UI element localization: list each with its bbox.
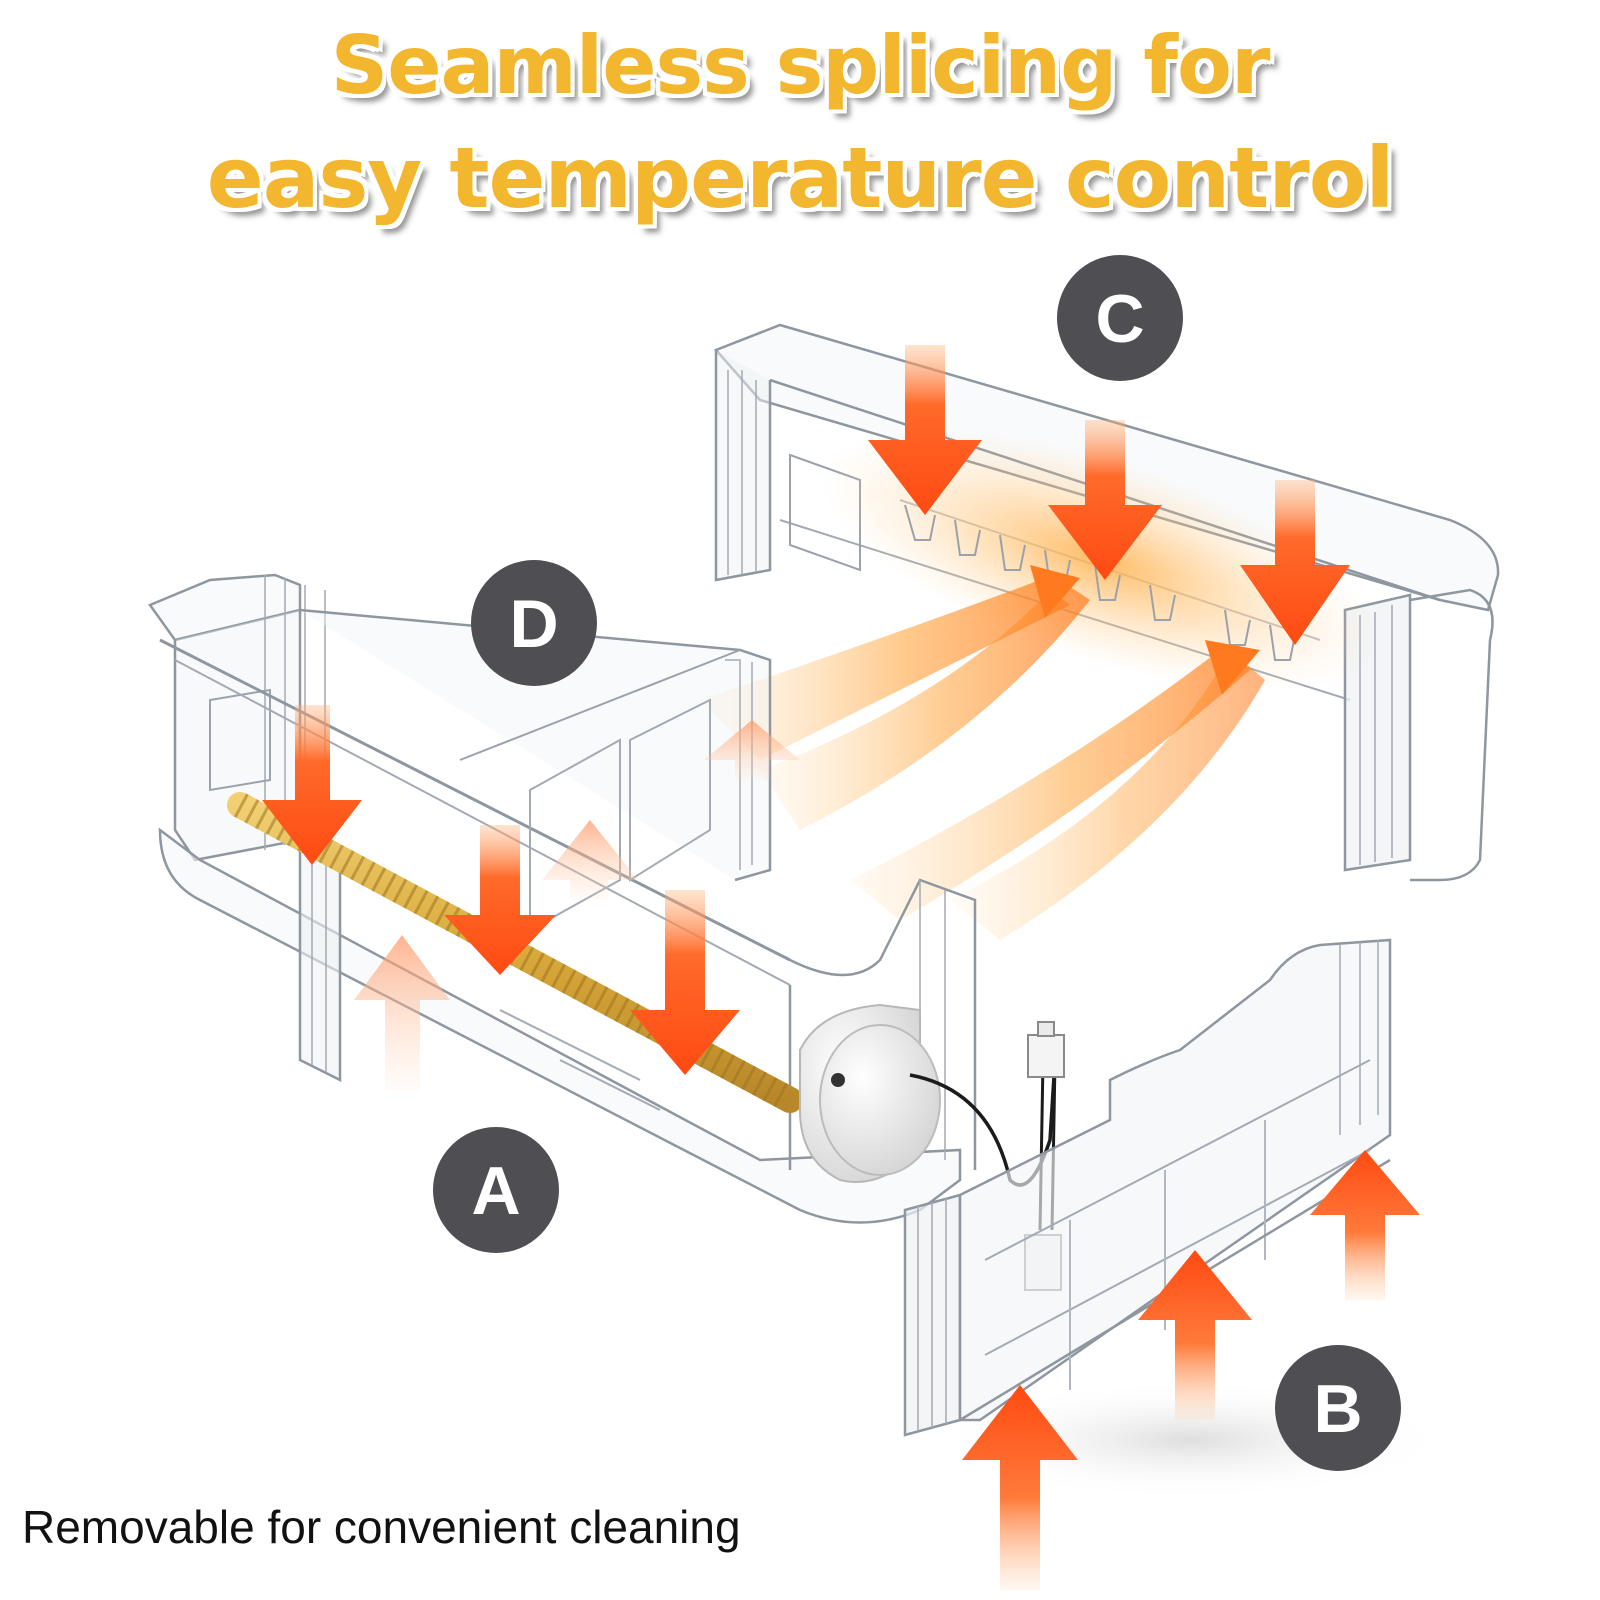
badge-a-label: A bbox=[471, 1153, 520, 1229]
heat-arrow-down-icon bbox=[444, 825, 556, 975]
heat-arrow-down-icon bbox=[1240, 480, 1350, 645]
caption: Removable for convenient cleaning bbox=[22, 1501, 741, 1553]
badge-c-label: C bbox=[1095, 281, 1144, 357]
heat-arrow-down-icon bbox=[1048, 420, 1162, 580]
heat-flow-streams bbox=[700, 565, 1265, 940]
heat-arrow-up-icon bbox=[542, 820, 638, 900]
badge-d-label: D bbox=[509, 586, 558, 662]
badge-c: C bbox=[1057, 255, 1183, 381]
heat-arrow-down-icon bbox=[262, 705, 362, 865]
module-d bbox=[148, 573, 791, 986]
headline-line-2: easy temperature control bbox=[206, 129, 1395, 227]
heat-arrow-up-icon bbox=[354, 935, 450, 1090]
heat-arrow-down-icon bbox=[868, 345, 982, 515]
badge-d: D bbox=[471, 560, 597, 686]
heat-arrow-up-icon bbox=[704, 720, 800, 780]
badge-b: B bbox=[1275, 1345, 1401, 1471]
heat-arrow-up-icon bbox=[1138, 1250, 1252, 1420]
heat-arrow-up-icon bbox=[962, 1385, 1078, 1590]
heat-arrow-up-icon bbox=[1310, 1150, 1420, 1300]
heat-arrow-down-icon bbox=[630, 890, 740, 1075]
fan-unit-icon bbox=[799, 1003, 941, 1183]
badge-a: A bbox=[433, 1127, 559, 1253]
headline-line-1: Seamless splicing for bbox=[330, 19, 1271, 112]
badge-b-label: B bbox=[1313, 1371, 1362, 1447]
